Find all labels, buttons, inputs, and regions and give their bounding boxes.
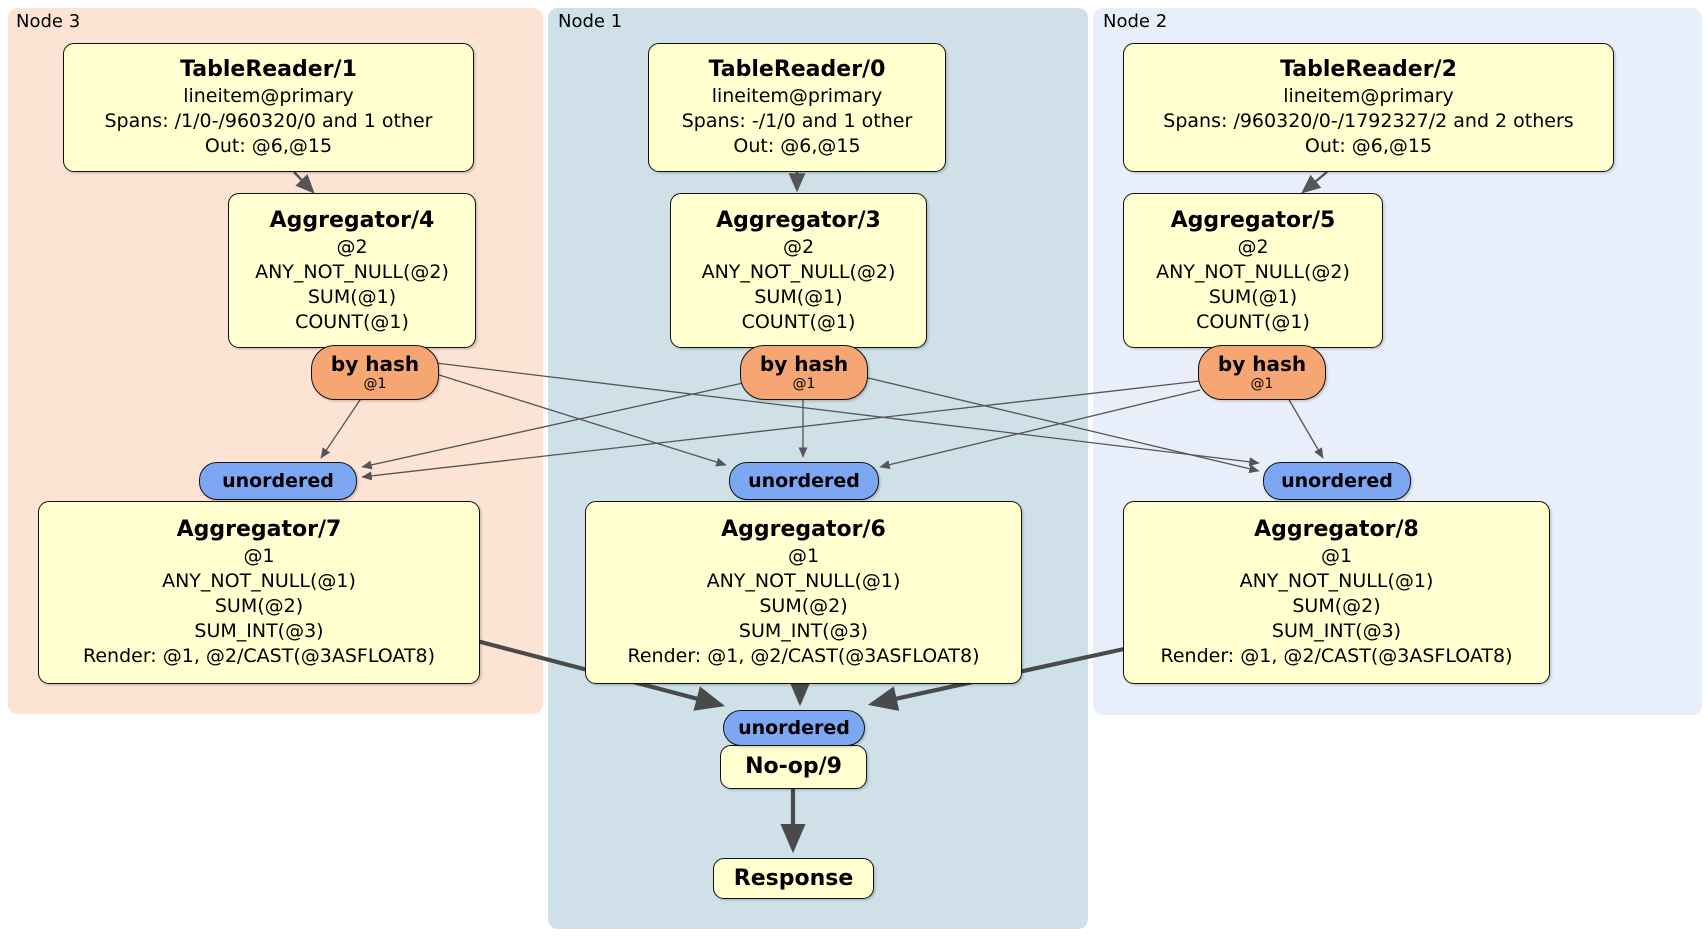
processor-title: Response [733, 865, 854, 891]
agg-groupcols: @1 [1320, 545, 1353, 567]
agg-func: ANY_NOT_NULL(@2) [701, 260, 896, 283]
router-hash-key: @1 [792, 376, 816, 392]
edge-hash1-sync3 [361, 382, 744, 470]
box-tablereader-1: TableReader/1 lineitem@primary Spans: /1… [63, 43, 474, 172]
router-hash-key: @1 [1250, 376, 1274, 392]
agg-func: SUM_INT(@3) [1271, 620, 1402, 642]
processor-title: Aggregator/6 [721, 517, 886, 542]
agg-func: SUM(@2) [1292, 595, 1381, 617]
agg-groupcols: @1 [787, 545, 820, 567]
agg-func: SUM(@1) [1208, 285, 1298, 308]
router-hash-key: @1 [363, 376, 387, 392]
agg-func: SUM(@2) [214, 595, 304, 617]
sync-label: unordered [748, 470, 860, 492]
agg-func: SUM_INT(@3) [194, 620, 324, 642]
processor-out: Out: @6,@15 [733, 135, 861, 157]
edge-tr2-agg5 [1301, 171, 1328, 194]
box-aggregator-5: Aggregator/5 @2 ANY_NOT_NULL(@2) SUM(@1)… [1123, 193, 1383, 348]
processor-index: lineitem@primary [183, 85, 354, 107]
box-tablereader-2: TableReader/2 lineitem@primary Spans: /9… [1123, 43, 1614, 172]
processor-spans: Spans: /960320/0-/1792327/2 and 2 others [1163, 110, 1574, 132]
box-aggregator-4: Aggregator/4 @2 ANY_NOT_NULL(@2) SUM(@1)… [228, 193, 476, 348]
agg-func: SUM(@1) [754, 285, 843, 308]
edge-hash3-sync1 [435, 373, 727, 467]
router-label: by hash [759, 352, 849, 376]
agg-func: SUM(@2) [759, 595, 848, 617]
agg-groupcols: @1 [243, 545, 275, 567]
router-label: by hash [1217, 352, 1307, 376]
edge-hash3-sync3 [320, 396, 363, 459]
agg-render: Render: @1, @2/CAST(@3ASFLOAT8) [1160, 645, 1513, 667]
processor-spans: Spans: -/1/0 and 1 other [681, 110, 913, 132]
agg-render: Render: @1, @2/CAST(@3ASFLOAT8) [83, 645, 435, 667]
box-noop-9: No-op/9 [720, 745, 867, 789]
agg-func: SUM_INT(@3) [738, 620, 869, 642]
box-aggregator-6: Aggregator/6 @1 ANY_NOT_NULL(@1) SUM(@2)… [585, 501, 1022, 684]
processor-index: lineitem@primary [711, 85, 883, 107]
sync-label: unordered [738, 717, 850, 739]
box-tablereader-0: TableReader/0 lineitem@primary Spans: -/… [648, 43, 946, 172]
sync-unordered-node2: unordered [1263, 462, 1411, 500]
router-label: by hash [330, 352, 420, 376]
agg-func: COUNT(@1) [295, 310, 409, 333]
processor-title: Aggregator/8 [1254, 517, 1419, 542]
agg-func: SUM(@1) [307, 285, 397, 308]
edge-hash2-sync3 [361, 380, 1201, 481]
router-by-hash-node2: by hash @1 [1198, 345, 1326, 400]
box-aggregator-7: Aggregator/7 @1 ANY_NOT_NULL(@1) SUM(@2)… [38, 501, 480, 684]
box-aggregator-3: Aggregator/3 @2 ANY_NOT_NULL(@2) SUM(@1)… [670, 193, 927, 348]
agg-func: ANY_NOT_NULL(@1) [1239, 570, 1434, 592]
edge-hash1-sync2 [863, 376, 1260, 474]
region-label-node3: Node 3 [16, 11, 81, 32]
region-label-node1: Node 1 [558, 11, 623, 32]
agg-groupcols: @2 [336, 235, 368, 258]
agg-groupcols: @2 [782, 235, 815, 258]
sync-unordered-node3: unordered [199, 462, 357, 500]
sync-label: unordered [222, 470, 334, 492]
edge-tr1-agg4 [293, 171, 315, 194]
agg-groupcols: @2 [1237, 235, 1269, 258]
agg-func: ANY_NOT_NULL(@2) [1156, 260, 1350, 283]
processor-index: lineitem@primary [1283, 85, 1454, 107]
edge-hash3-sync2 [435, 362, 1260, 467]
agg-func: COUNT(@1) [1196, 310, 1310, 333]
router-by-hash-node1: by hash @1 [740, 345, 868, 400]
edge-hash2-sync1 [879, 389, 1201, 470]
region-label-node2: Node 2 [1103, 11, 1168, 32]
sync-unordered-final: unordered [723, 710, 865, 746]
sync-label: unordered [1281, 470, 1393, 492]
agg-func: COUNT(@1) [741, 310, 856, 333]
box-aggregator-8: Aggregator/8 @1 ANY_NOT_NULL(@1) SUM(@2)… [1123, 501, 1550, 684]
box-response: Response [713, 858, 874, 899]
processor-spans: Spans: /1/0-/960320/0 and 1 other [104, 110, 433, 132]
edge-hash2-sync2 [1287, 397, 1324, 459]
processor-title: TableReader/1 [180, 57, 357, 82]
agg-func: ANY_NOT_NULL(@1) [706, 570, 901, 592]
router-by-hash-node3: by hash @1 [311, 345, 439, 400]
processor-out: Out: @6,@15 [1304, 135, 1433, 157]
processor-title: Aggregator/4 [269, 207, 435, 233]
processor-title: TableReader/0 [708, 57, 886, 82]
processor-title: Aggregator/5 [1170, 207, 1336, 233]
processor-title: TableReader/2 [1280, 57, 1457, 82]
agg-render: Render: @1, @2/CAST(@3ASFLOAT8) [627, 645, 980, 667]
processor-title: Aggregator/7 [176, 517, 342, 542]
processor-title: No-op/9 [745, 754, 842, 779]
sync-unordered-node1: unordered [729, 462, 879, 500]
processor-out: Out: @6,@15 [204, 135, 333, 157]
agg-func: ANY_NOT_NULL(@2) [255, 260, 449, 283]
processor-title: Aggregator/3 [716, 207, 881, 233]
agg-func: ANY_NOT_NULL(@1) [162, 570, 356, 592]
